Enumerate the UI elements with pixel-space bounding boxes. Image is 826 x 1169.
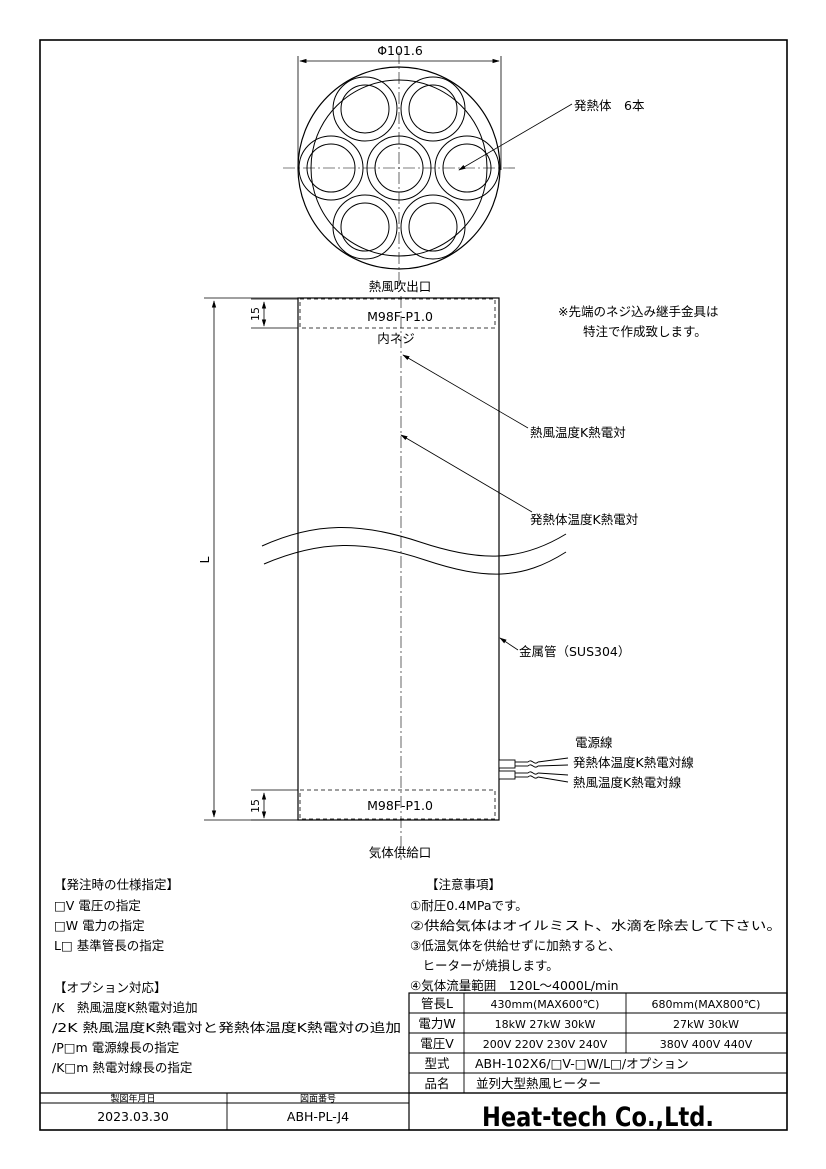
wire-element-tc-label: 発熱体温度K熱電対線 — [573, 755, 694, 770]
note-fitting-2: 特注で作成致します。 — [583, 324, 707, 339]
drawing-no-header: 図面番号 — [300, 1093, 336, 1105]
spec-order-item: □V 電圧の指定 — [54, 898, 141, 913]
drawing-number: ABH-PL-J4 — [287, 1109, 349, 1124]
row-label-voltage: 電圧V — [420, 1036, 454, 1051]
spec-order-item: L□ 基準管長の指定 — [54, 938, 164, 953]
options-item: /K□m 熱電対線長の指定 — [52, 1060, 192, 1075]
inner-thread-label: 内ネジ — [377, 331, 415, 346]
drawing-date: 2023.03.30 — [97, 1109, 169, 1124]
wire-hot-air-tc-label: 熱風温度K熱電対線 — [573, 775, 682, 790]
spec-order-title: 【発注時の仕様指定】 — [54, 877, 179, 892]
metal-tube-label: 金属管（SUS304） — [519, 644, 630, 659]
cautions-title: 【注意事項】 — [426, 877, 501, 892]
cell-product: 並列大型熱風ヒーター — [476, 1076, 601, 1091]
cell-length-a: 430mm(MAX600℃) — [491, 998, 600, 1011]
hot-air-tc-label: 熱風温度K熱電対 — [530, 425, 626, 440]
title-block — [40, 1092, 787, 1130]
thread-top-label: M98F-P1.0 — [367, 309, 433, 324]
company-logo-text: Heat-tech Co.,Ltd. — [482, 1102, 714, 1133]
lead-wires — [498, 757, 569, 783]
top-view: Φ101.6 発熱体 6本 熱風吹出口 — [283, 43, 645, 294]
date-header: 製図年月日 — [110, 1093, 155, 1105]
options-item: /2K 熱風温度K熱電対と発熱体温度K熱電対の追加 — [52, 1020, 401, 1035]
heating-elements-label: 発熱体 6本 — [574, 98, 645, 113]
cell-length-b: 680mm(MAX800℃) — [652, 998, 761, 1011]
outlet-label: 熱風吹出口 — [369, 279, 432, 294]
thread-bottom-label: M98F-P1.0 — [367, 798, 433, 813]
cell-power-b: 27kW 30kW — [673, 1018, 739, 1031]
length-label: L — [197, 556, 212, 563]
cell-voltage-b: 380V 400V 440V — [660, 1038, 753, 1051]
diameter-label: Φ101.6 — [377, 43, 423, 58]
options-item: /K 熱風温度K熱電対追加 — [52, 1000, 198, 1015]
options-title: 【オプション対応】 — [54, 980, 167, 995]
caution-item: ヒーターが焼損します。 — [410, 958, 559, 973]
row-label-length: 管長L — [421, 996, 453, 1011]
row-label-power: 電力W — [418, 1016, 455, 1031]
caution-item: ②供給気体はオイルミスト、水滴を除去して下さい。 — [410, 918, 782, 933]
options-item: /P□m 電源線長の指定 — [52, 1040, 179, 1055]
spec-table-text: 管長L 430mm(MAX600℃) 680mm(MAX800℃) 電力W 18… — [418, 996, 760, 1091]
heating-elements — [298, 76, 500, 260]
cell-voltage-a: 200V 220V 230V 240V — [483, 1038, 608, 1051]
inlet-label: 気体供給口 — [369, 845, 432, 860]
drawing-border — [39, 39, 788, 1131]
note-fitting-1: ※先端のネジ込み継手金具は — [558, 304, 718, 319]
caution-item: ④気体流量範囲 120L～4000L/min — [410, 978, 619, 993]
spec-order-item: □W 電力の指定 — [54, 918, 145, 933]
spec-order: 【発注時の仕様指定】 □V 電圧の指定 □W 電力の指定 L□ 基準管長の指定 — [54, 877, 179, 953]
caution-item: ③低温気体を供給せずに加熱すると、 — [410, 938, 621, 953]
cell-model: ABH-102X6/□V-□W/L□/オプション — [475, 1056, 689, 1071]
row-label-product: 品名 — [424, 1076, 449, 1091]
cell-power-a: 18kW 27kW 30kW — [495, 1018, 596, 1031]
options: 【オプション対応】 /K 熱風温度K熱電対追加 /2K 熱風温度K熱電対と発熱体… — [52, 980, 401, 1075]
side-view: M98F-P1.0 内ネジ M98F-P1.0 15 15 L ※先端のネジ込み… — [197, 296, 718, 860]
dim-15-bottom: 15 — [249, 799, 262, 813]
cautions: 【注意事項】 ①耐圧0.4MPaです。 ②供給気体はオイルミスト、水滴を除去して… — [410, 877, 782, 993]
wire-power-label: 電源線 — [575, 735, 613, 750]
row-label-model: 型式 — [424, 1056, 450, 1071]
dim-15-top: 15 — [249, 307, 262, 321]
caution-item: ①耐圧0.4MPaです。 — [410, 898, 528, 913]
element-tc-label: 発熱体温度K熱電対 — [530, 512, 638, 527]
